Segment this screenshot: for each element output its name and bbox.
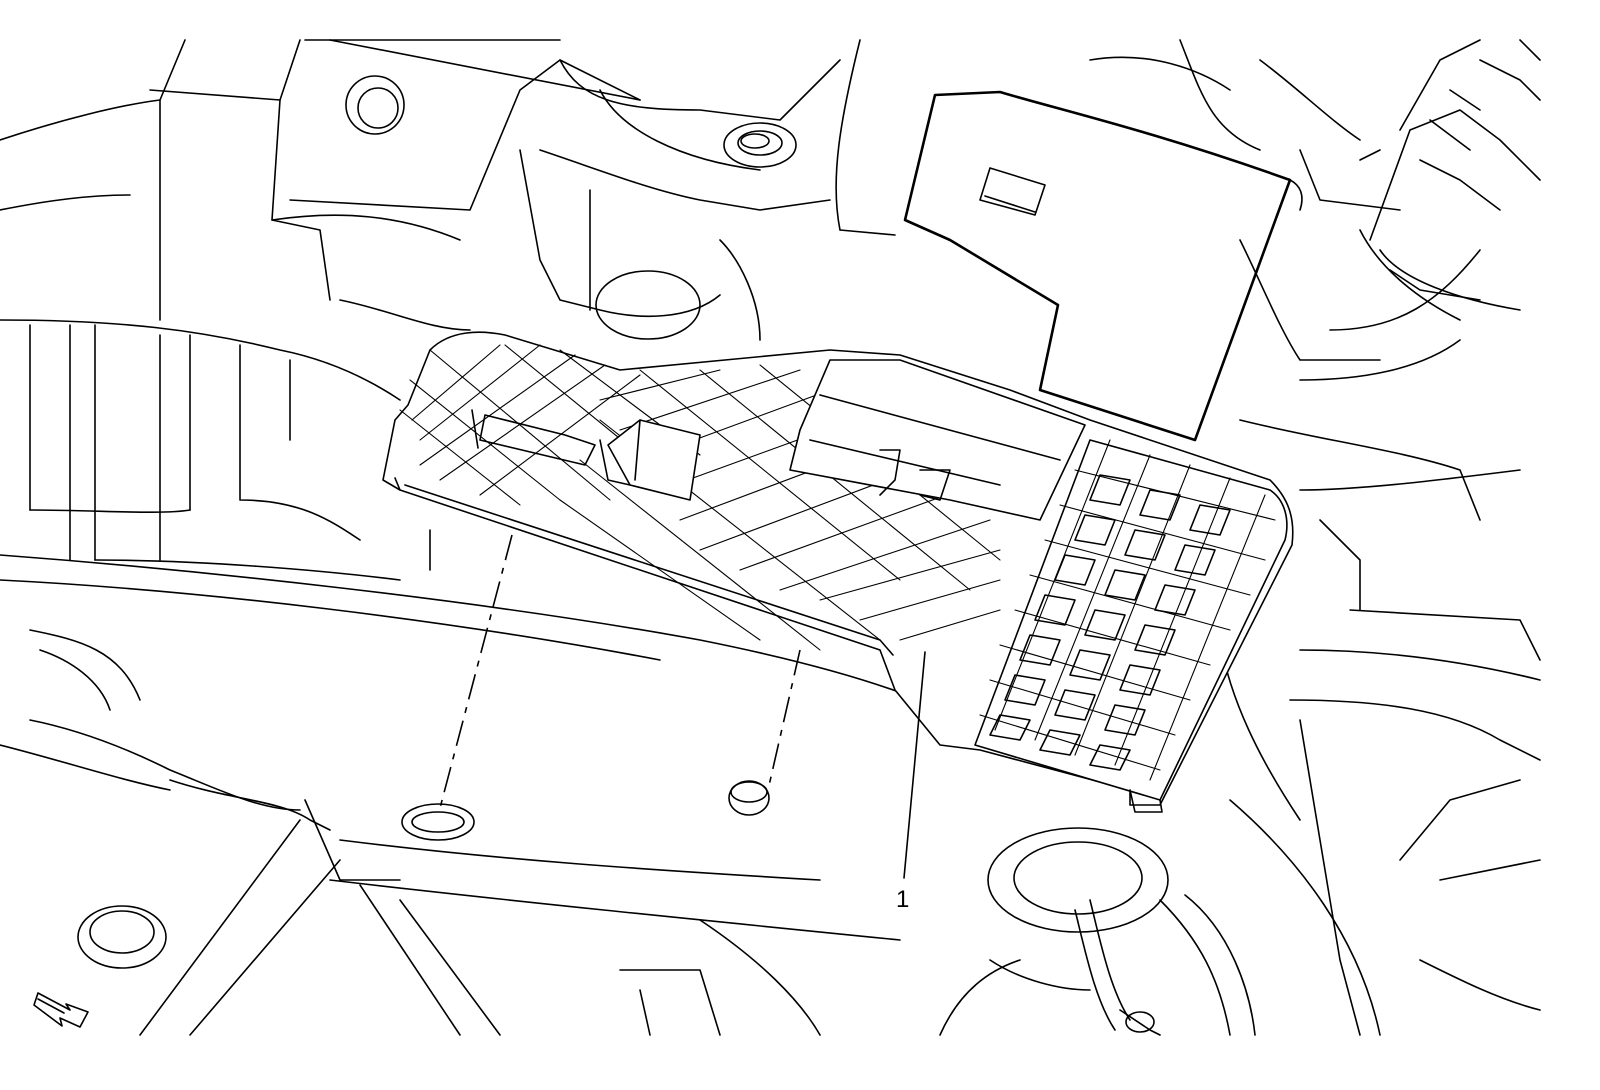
grille-bracket-part [382, 331, 1294, 813]
callout-1-leader [903, 651, 926, 879]
centerline-left-pin [439, 534, 513, 809]
callout-1-label: 1 [896, 886, 910, 913]
upper-bracket [903, 90, 1303, 442]
background-structure [0, 39, 1541, 1036]
installation-centerlines [439, 534, 801, 809]
centerline-right-pin [767, 649, 801, 791]
view-direction-arrow-icon [33, 992, 89, 1028]
